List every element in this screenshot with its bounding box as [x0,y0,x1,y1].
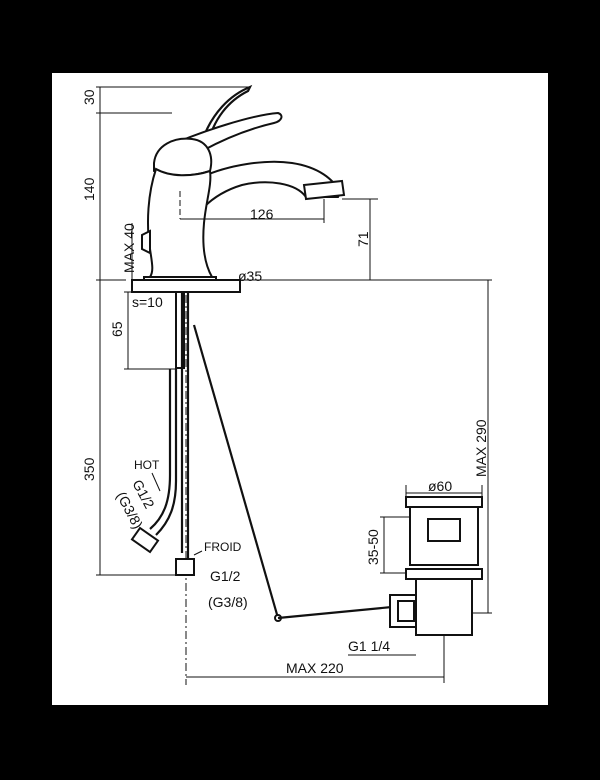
dim-3550-text: 35-50 [365,529,381,565]
cartridge-cap [153,137,213,177]
g38-cold-text: (G3/8) [208,594,248,610]
drain-flange [405,496,483,508]
cold-fitting [175,558,195,576]
dim-s10-text: s=10 [132,294,163,310]
dim-max220-text: MAX 220 [286,660,344,676]
faucet-body [141,84,346,284]
froid-leader [193,550,203,556]
g12-cold-text: G1/2 [210,568,241,584]
dim-30-text: 30 [81,89,97,105]
faucet-column [147,167,214,278]
drawing-sheet: 30 140 MAX 40 126 71 ø35 s=10 65 350 MAX… [52,73,548,705]
dim-350-text: 350 [81,457,97,481]
dim-126-text: 126 [250,206,274,222]
lock-nut [405,568,483,580]
dim-dia60-text: ø60 [428,478,452,494]
popup-rod [192,324,280,619]
froid-label: FROID [204,540,242,554]
supply-pipe-hot [155,369,178,536]
dim-dia35-text: ø35 [238,268,262,284]
dim-71-text: 71 [355,231,371,247]
drain-waste [389,496,483,636]
dim-140-text: 140 [81,177,97,201]
dim-max40-text: MAX 40 [121,223,137,273]
faucet-technical-drawing: 30 140 MAX 40 126 71 ø35 s=10 65 350 MAX… [81,84,492,685]
hot-leader [151,472,161,492]
side-knob [141,229,151,255]
dim-65-text: 65 [109,321,125,337]
dim-g114-text: G1 1/4 [348,638,390,654]
pivot-nut [397,600,415,622]
popup-lever [277,605,393,620]
spout-aerator [302,179,346,201]
threaded-rod [175,291,185,369]
hot-fitting [130,526,160,554]
deck-plate [131,279,241,293]
dim-max290-text: MAX 290 [473,419,489,477]
hot-label: HOT [134,458,160,472]
drain-window [427,518,461,542]
supply-pipe-hot-b [149,369,172,530]
drain-tail [415,578,473,636]
lever-handle [200,84,253,144]
